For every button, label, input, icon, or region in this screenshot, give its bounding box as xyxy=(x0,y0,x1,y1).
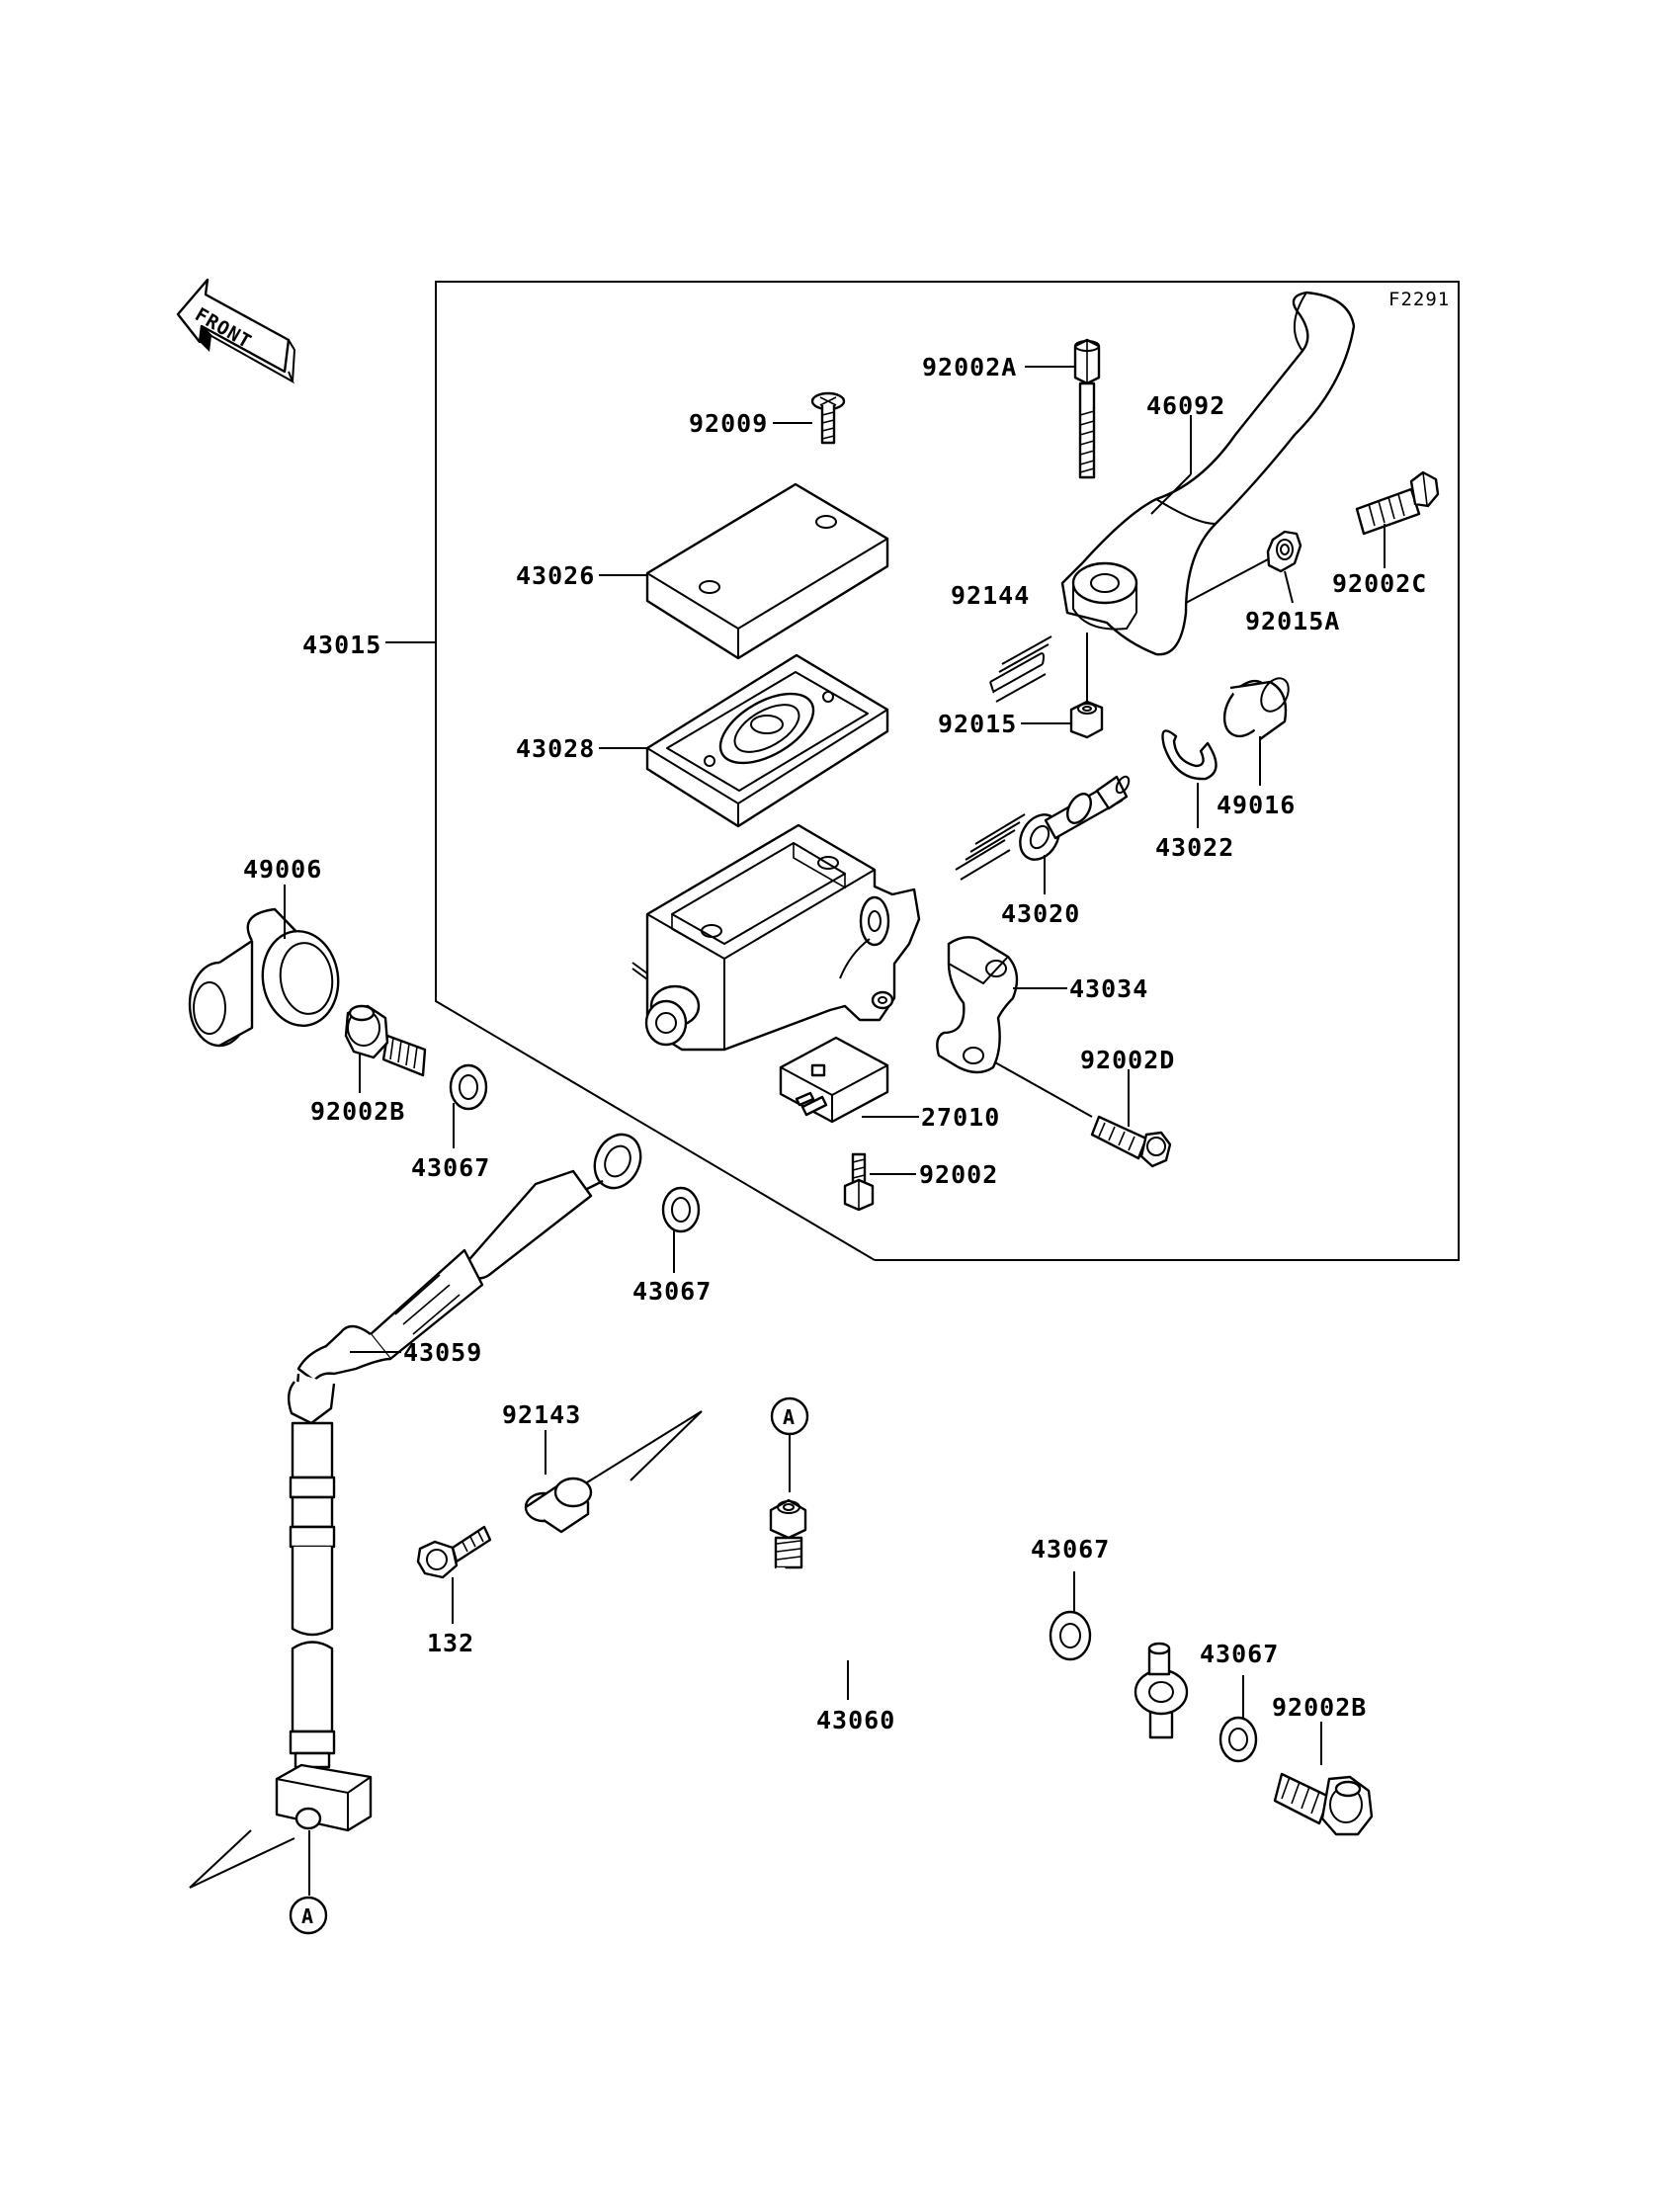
brake-hose-43059 xyxy=(275,1133,642,1832)
label-43028: 43028 xyxy=(516,734,595,763)
piston-kit-43020 xyxy=(955,775,1131,881)
label-49006: 49006 xyxy=(243,855,322,884)
washer-43067-c xyxy=(1049,1610,1092,1661)
label-92002A: 92002A xyxy=(922,353,1017,381)
callout-marker-a-left: A xyxy=(289,1896,328,1935)
label-46092: 46092 xyxy=(1146,391,1225,420)
bolt-92002C xyxy=(1355,470,1440,536)
label-92015A: 92015A xyxy=(1245,607,1340,635)
brake-lever-46092 xyxy=(1060,291,1356,656)
washer-43067-b xyxy=(661,1186,701,1233)
master-cylinder-body xyxy=(631,823,921,1052)
assembly-frame xyxy=(385,281,1460,1261)
label-43067-c: 43067 xyxy=(1031,1535,1110,1563)
label-132: 132 xyxy=(427,1629,474,1657)
screw-92009 xyxy=(810,391,846,445)
label-43060: 43060 xyxy=(816,1706,895,1734)
label-92015: 92015 xyxy=(938,710,1017,738)
screw-92002 xyxy=(843,1152,875,1212)
label-43034: 43034 xyxy=(1069,974,1148,1003)
bolt-92002D xyxy=(1090,1115,1172,1168)
label-43022: 43022 xyxy=(1155,833,1234,862)
circlip-43022 xyxy=(1161,729,1218,781)
reservoir-cover-43026 xyxy=(645,482,889,660)
label-92002: 92002 xyxy=(919,1160,998,1189)
label-43026: 43026 xyxy=(516,561,595,590)
label-92144: 92144 xyxy=(951,581,1030,610)
nut-92015 xyxy=(1069,700,1104,739)
svg-text:A: A xyxy=(783,1405,796,1429)
label-49016: 49016 xyxy=(1217,791,1296,819)
label-43020: 43020 xyxy=(1001,899,1080,928)
collar-92143 xyxy=(524,1477,593,1534)
label-43067-d: 43067 xyxy=(1200,1640,1279,1668)
hose-joint-49006 xyxy=(188,907,340,1048)
diaphragm-43028 xyxy=(645,653,889,828)
banjo-bolt-92002B-upper xyxy=(344,1004,427,1077)
callout-marker-a-right: A xyxy=(770,1396,809,1436)
clamp-43034 xyxy=(936,936,1019,1074)
washer-43067-d xyxy=(1218,1716,1258,1763)
svg-text:A: A xyxy=(301,1904,314,1928)
nut-92015A xyxy=(1266,530,1302,573)
brake-pipe-43060: A xyxy=(769,1396,1189,1806)
label-27010: 27010 xyxy=(921,1103,1000,1132)
label-92002B-upper: 92002B xyxy=(310,1097,405,1126)
figure-code: F2291 xyxy=(1388,289,1450,310)
brake-switch-27010 xyxy=(779,1036,889,1124)
label-43059: 43059 xyxy=(403,1338,482,1367)
spring-92144 xyxy=(989,635,1052,703)
banjo-bolt-92002B-lower xyxy=(1273,1772,1374,1836)
label-92002B-lower: 92002B xyxy=(1272,1693,1367,1722)
label-43067-b: 43067 xyxy=(632,1277,712,1306)
label-92143: 92143 xyxy=(502,1400,581,1429)
front-arrow-icon: FRONT xyxy=(176,278,296,384)
washer-43067-a xyxy=(449,1063,488,1111)
bolt-92002A xyxy=(1073,338,1101,479)
bolt-132 xyxy=(416,1525,492,1579)
label-43067-a: 43067 xyxy=(411,1153,490,1182)
label-92002C: 92002C xyxy=(1332,569,1427,598)
label-92009: 92009 xyxy=(689,409,768,438)
label-92002D: 92002D xyxy=(1080,1046,1175,1074)
boot-49016 xyxy=(1222,677,1290,740)
label-43015: 43015 xyxy=(302,631,381,659)
